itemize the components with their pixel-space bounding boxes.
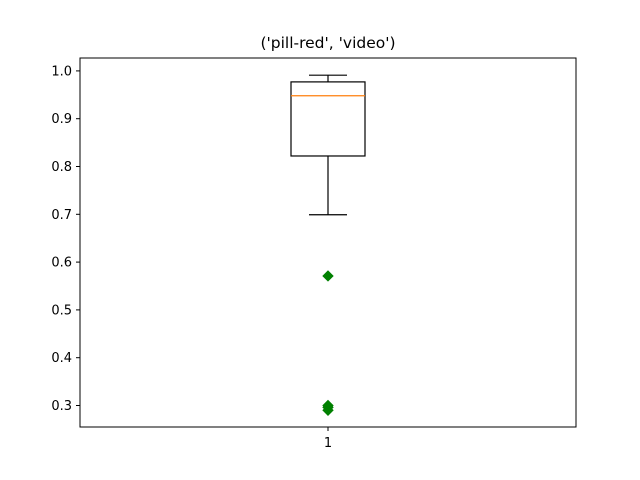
y-tick-label: 0.7 (51, 208, 72, 223)
y-tick-label: 0.8 (51, 160, 72, 175)
x-tick-label: 1 (324, 436, 332, 451)
y-tick-label: 0.3 (51, 399, 72, 414)
y-tick-label: 0.6 (51, 256, 72, 271)
flier-point (322, 404, 334, 416)
box-series (290, 74, 366, 416)
plot-area-frame (79, 57, 577, 428)
flier-point (322, 270, 334, 282)
y-tick-label: 0.9 (51, 112, 72, 127)
x-axis: 1 (324, 427, 332, 451)
y-axis: 0.3 0.4 0.5 0.6 0.7 0.8 0.9 1.0 (51, 64, 80, 414)
y-tick-label: 0.4 (51, 351, 72, 366)
chart-title: ('pill-red', 'video') (260, 34, 395, 52)
y-tick-label: 1.0 (51, 64, 72, 79)
iqr-box (290, 81, 366, 157)
y-tick-label: 0.5 (51, 303, 72, 318)
